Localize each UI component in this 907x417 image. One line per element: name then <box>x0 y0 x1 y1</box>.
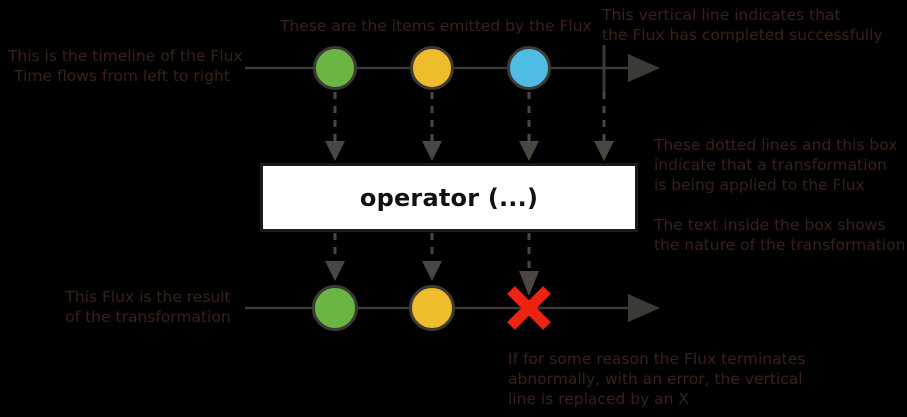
error-x-icon <box>507 286 551 330</box>
source-timeline-arrow-right-icon <box>628 54 660 82</box>
dotted-arrow-down-icon <box>422 92 442 161</box>
annotation-result: This Flux is the result of the transform… <box>65 288 231 326</box>
operator-box[interactable]: operator (...) <box>260 163 638 232</box>
marble-blue-source[interactable] <box>507 46 551 90</box>
dotted-arrow-down-icon <box>594 92 614 161</box>
annotation-items: These are the items emitted by the Flux <box>280 17 592 35</box>
annotation-timeline: This is the timeline of the Flux Time fl… <box>8 47 243 85</box>
annotation-completion: This vertical line indicates that the Fl… <box>602 6 883 44</box>
dotted-arrows-into-operator <box>325 92 614 161</box>
result-timeline <box>245 286 660 330</box>
annotation-transformation: These dotted lines and this box indicate… <box>654 136 898 194</box>
annotation-error: If for some reason the Flux terminates a… <box>508 350 806 408</box>
dotted-arrow-down-icon <box>519 92 539 161</box>
annotation-box-text: The text inside the box shows the nature… <box>654 216 906 254</box>
result-timeline-arrow-right-icon <box>628 294 660 322</box>
operator-label: operator (...) <box>359 183 539 212</box>
dotted-arrow-down-icon <box>325 92 345 161</box>
dotted-arrows-out-of-operator <box>325 233 539 296</box>
dotted-arrow-down-icon <box>422 233 442 281</box>
marble-yellow-result[interactable] <box>409 285 455 331</box>
marble-green-result[interactable] <box>312 285 358 331</box>
marble-green-source[interactable] <box>313 46 357 90</box>
marble-yellow-source[interactable] <box>410 46 454 90</box>
dotted-arrow-down-icon <box>325 233 345 281</box>
dotted-arrow-down-icon <box>519 233 539 296</box>
